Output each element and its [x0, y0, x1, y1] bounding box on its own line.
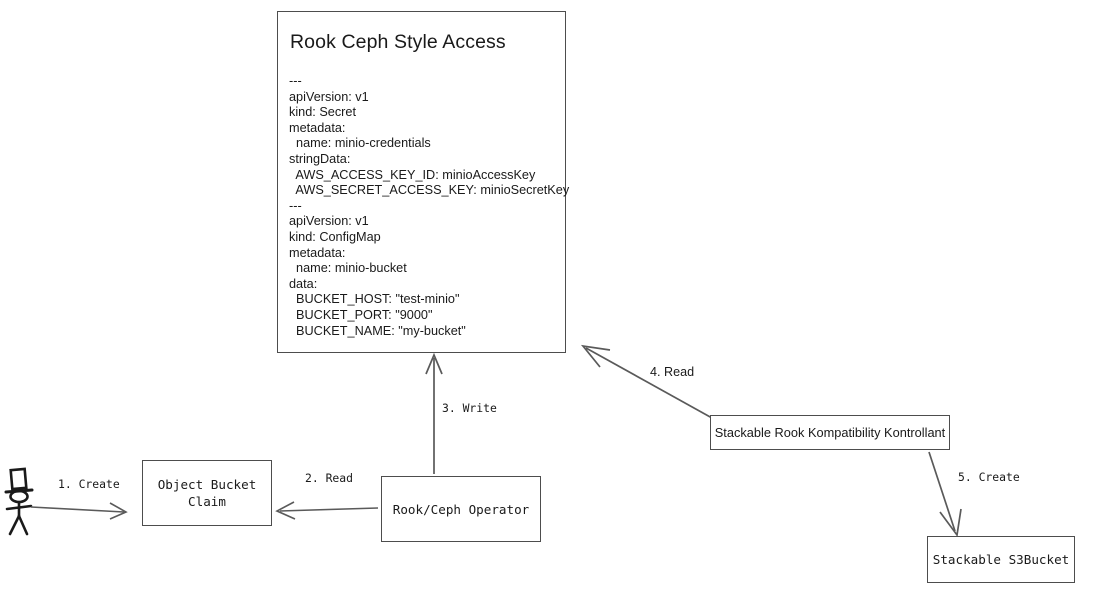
yaml-line: apiVersion: v1: [289, 89, 369, 104]
yaml-line: kind: Secret: [289, 105, 356, 120]
yaml-line: BUCKET_NAME: "my-bucket": [289, 323, 466, 338]
node-rook-ceph-operator[interactable]: Rook/Ceph Operator: [381, 476, 541, 542]
yaml-line: apiVersion: v1: [289, 214, 369, 229]
edge-label-5-create: 5. Create: [958, 470, 1020, 484]
yaml-line: data:: [289, 276, 318, 291]
node-stackable-s3bucket[interactable]: Stackable S3Bucket: [927, 536, 1075, 583]
edge-label-1-create: 1. Create: [58, 477, 120, 491]
edge-4-read: [580, 344, 713, 419]
yaml-line: BUCKET_PORT: "9000": [289, 307, 433, 322]
yaml-line: stringData:: [289, 151, 351, 166]
yaml-line: metadata:: [289, 120, 346, 135]
yaml-line: BUCKET_HOST: "test-minio": [289, 292, 460, 307]
edge-2-read: [275, 501, 379, 520]
yaml-line: AWS_ACCESS_KEY_ID: minioAccessKey: [289, 167, 536, 182]
yaml-card-rook-ceph-style-access: Rook Ceph Style Access ---apiVersion: v1…: [277, 11, 570, 353]
node-stackable-rook-kompatibility-kontrollant[interactable]: Stackable Rook Kompatibility Kontrollant: [710, 415, 950, 450]
yaml-line: ---: [289, 198, 302, 213]
yaml-line: ---: [289, 74, 302, 88]
yaml-line: metadata:: [289, 245, 346, 260]
yaml-line: AWS_SECRET_ACCESS_KEY: minioSecretKey: [289, 183, 570, 198]
edge-label-3-write: 3. Write: [442, 401, 497, 415]
yaml-line: name: minio-bucket: [289, 261, 407, 276]
edge-label-4-read: 4. Read: [650, 365, 695, 379]
edge-1-create: [30, 502, 128, 520]
yaml-card-title: Rook Ceph Style Access: [290, 31, 506, 53]
yaml-line: name: minio-credentials: [289, 136, 431, 151]
edge-label-2-read: 2. Read: [305, 471, 354, 485]
edge-3-write: [425, 352, 443, 474]
actor-stick-figure: [4, 467, 34, 536]
yaml-line: kind: ConfigMap: [289, 229, 381, 244]
edge-5-create: [928, 451, 962, 538]
